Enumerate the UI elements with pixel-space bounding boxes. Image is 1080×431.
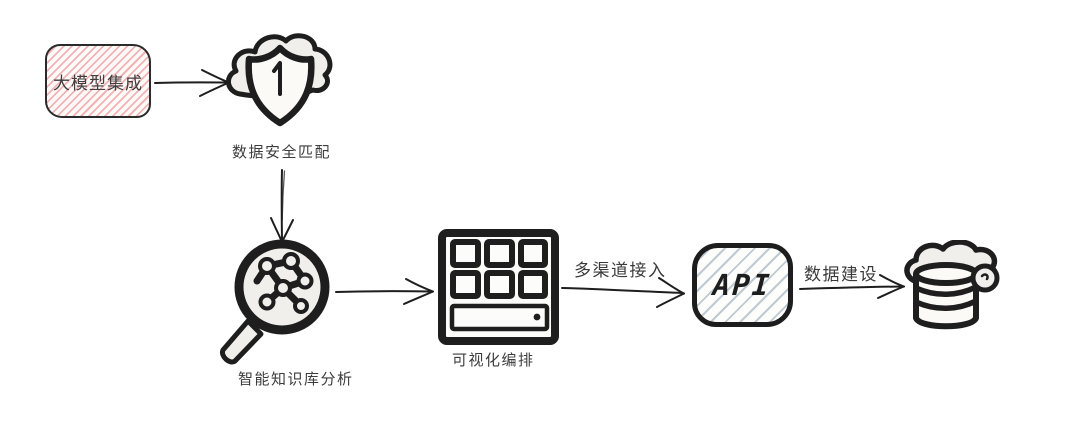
arrow-api-to-storage [799, 274, 905, 299]
data-construction-edge-label: 数据建设 [804, 265, 878, 284]
orchestration-label: 可视化编排 [452, 352, 535, 369]
dashboard-grid-icon [437, 227, 560, 347]
cloud-shield-icon [224, 30, 336, 136]
multi-channel-edge-label: 多渠道接入 [574, 261, 667, 280]
cloud-database-icon [898, 240, 1006, 335]
llm-integration-box: 大模型集成 [45, 44, 151, 118]
api-label: API [712, 268, 773, 302]
arrow-security-to-knowledge [270, 169, 294, 243]
api-box: API [692, 243, 793, 327]
magnifier-network-icon [214, 237, 338, 365]
arrow-orchestration-to-api [561, 277, 685, 308]
arrow-knowledge-to-orchestration [335, 278, 434, 305]
security-label: 数据安全匹配 [232, 144, 332, 161]
knowledge-label: 智能知识库分析 [238, 371, 354, 388]
llm-integration-label: 大模型集成 [53, 73, 143, 93]
arrow-llm-to-security [154, 69, 230, 97]
